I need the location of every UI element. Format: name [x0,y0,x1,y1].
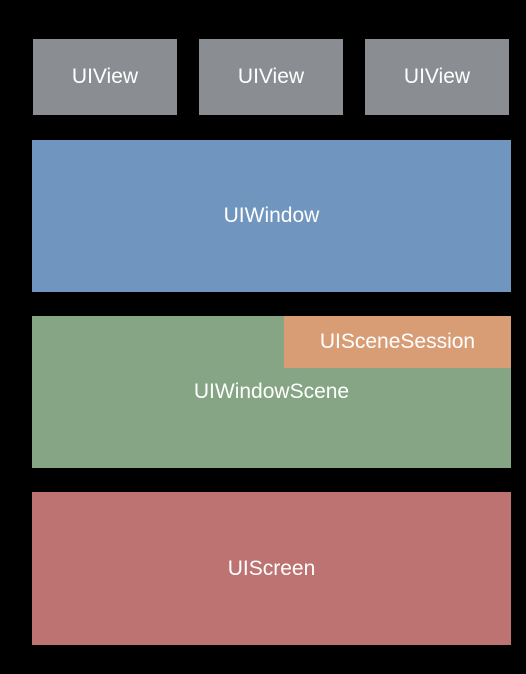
uiview-box-3: UIView [365,39,509,115]
uiview-box-2: UIView [199,39,343,115]
uiscreen-label: UIScreen [227,556,316,580]
uiwindow-box: UIWindow [32,140,511,292]
uiwindowscene-label: UIWindowScene [193,380,350,403]
uiscenesession-box: UISceneSession [284,316,511,368]
uiview-label-2: UIView [237,65,305,88]
uiscenesession-label: UISceneSession [319,330,476,353]
uiview-label-1: UIView [71,65,139,88]
uiwindow-label: UIWindow [223,204,320,227]
uiview-box-1: UIView [33,39,177,115]
uiscreen-box: UIScreen [32,492,511,645]
uiview-label-3: UIView [403,65,471,88]
